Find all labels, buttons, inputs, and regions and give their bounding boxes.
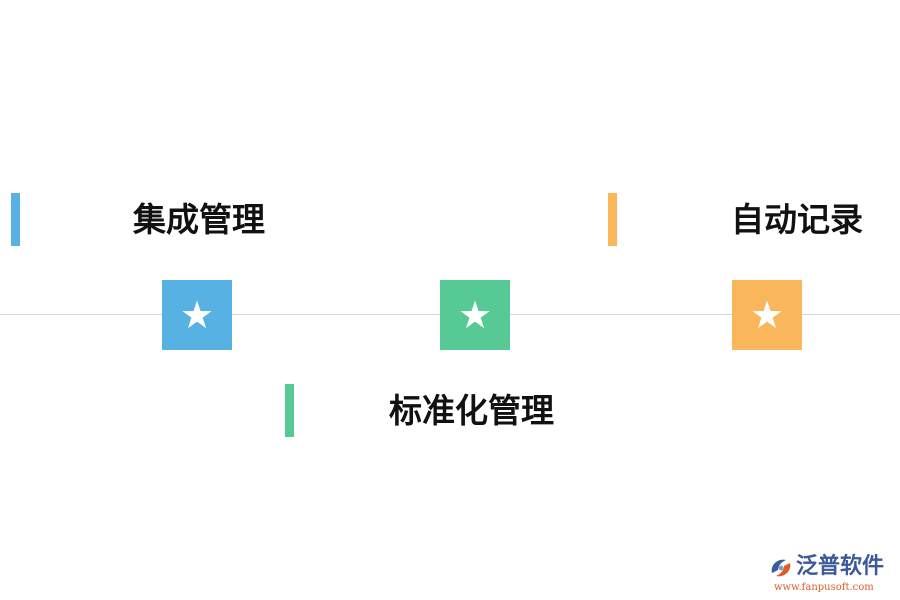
logo-name: 泛普软件 bbox=[796, 554, 885, 579]
label-standardized-management: 标准化管理 bbox=[389, 391, 554, 430]
accent-bar-auto-record bbox=[608, 193, 617, 246]
label-integrated-management: 集成管理 bbox=[133, 200, 265, 239]
star-icon: ★ bbox=[440, 280, 510, 350]
accent-bar-standardized bbox=[285, 384, 294, 437]
star-icon: ★ bbox=[732, 280, 802, 350]
logo-url: www.fanpusoft.com bbox=[774, 582, 874, 593]
accent-bar-integrated bbox=[11, 193, 20, 246]
label-automatic-recording: 自动记录 bbox=[731, 200, 863, 239]
logo-mark-icon bbox=[771, 559, 791, 577]
star-icon: ★ bbox=[162, 280, 232, 350]
brand-logo: 泛普软件 www.fanpusoft.com bbox=[768, 552, 894, 596]
